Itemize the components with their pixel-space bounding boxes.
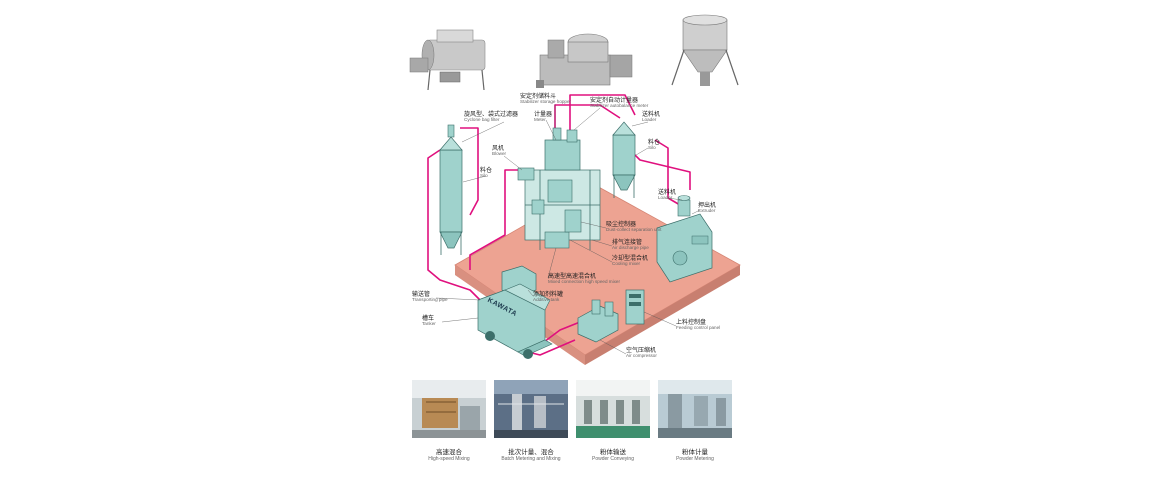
photo-powder-metering	[658, 380, 732, 438]
transport-pipelines	[427, 94, 691, 356]
high-speed-mixer-photo	[536, 33, 633, 88]
label-leader-lines	[435, 104, 701, 355]
photo-high-speed-mixing	[412, 380, 486, 438]
air-compressor	[577, 299, 619, 343]
left-silo	[439, 124, 463, 255]
photo-powder-conveying	[576, 380, 650, 438]
extruder	[656, 195, 713, 283]
photo-batch-metering-mixing	[494, 380, 568, 438]
feeding-control-panel	[625, 289, 645, 325]
tanker-truck	[477, 283, 553, 359]
right-silo	[612, 121, 636, 198]
fluid-bed-dryer-photo	[671, 14, 739, 86]
horizontal-mixer-photo	[409, 29, 486, 91]
mixing-tower	[517, 127, 601, 250]
